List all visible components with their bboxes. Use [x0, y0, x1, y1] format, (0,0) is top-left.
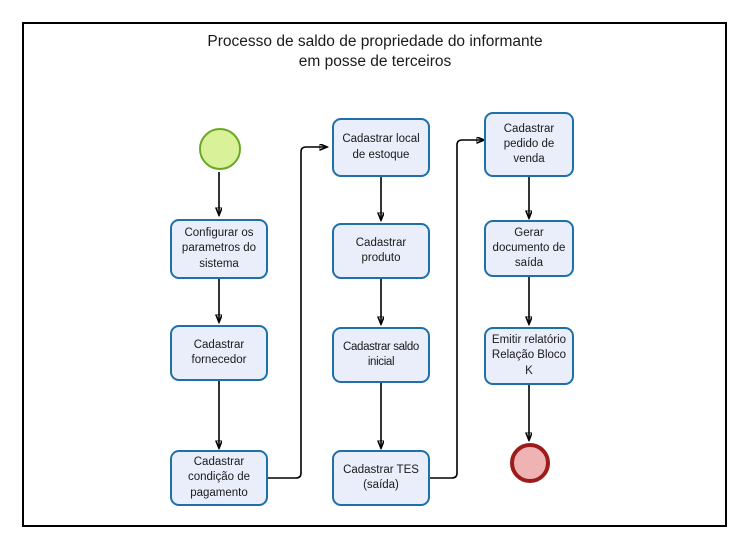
- node-cadastrar-saldo-inicial[interactable]: Cadastrar saldo inicial: [332, 327, 430, 383]
- node-cadastrar-condicao-pagamento[interactable]: Cadastrar condição de pagamento: [170, 450, 268, 506]
- start-event[interactable]: [199, 128, 241, 170]
- page-title: Processo de saldo de propriedade do info…: [207, 33, 543, 70]
- node-cadastrar-fornecedor[interactable]: Cadastrar fornecedor: [170, 325, 268, 381]
- end-event[interactable]: [510, 443, 550, 483]
- node-gerar-documento-saida[interactable]: Gerar documento de saída: [484, 220, 574, 277]
- node-emitir-relatorio-bloco-k[interactable]: Emitir relatório Relação Bloco K: [484, 327, 574, 385]
- node-configurar-parametros[interactable]: Configurar os parametros do sistema: [170, 219, 268, 279]
- node-cadastrar-tes-saida[interactable]: Cadastrar TES (saída): [332, 450, 430, 506]
- node-cadastrar-pedido-venda[interactable]: Cadastrar pedido de venda: [484, 112, 574, 177]
- node-cadastrar-local-estoque[interactable]: Cadastrar local de estoque: [332, 118, 430, 177]
- node-cadastrar-produto[interactable]: Cadastrar produto: [332, 223, 430, 279]
